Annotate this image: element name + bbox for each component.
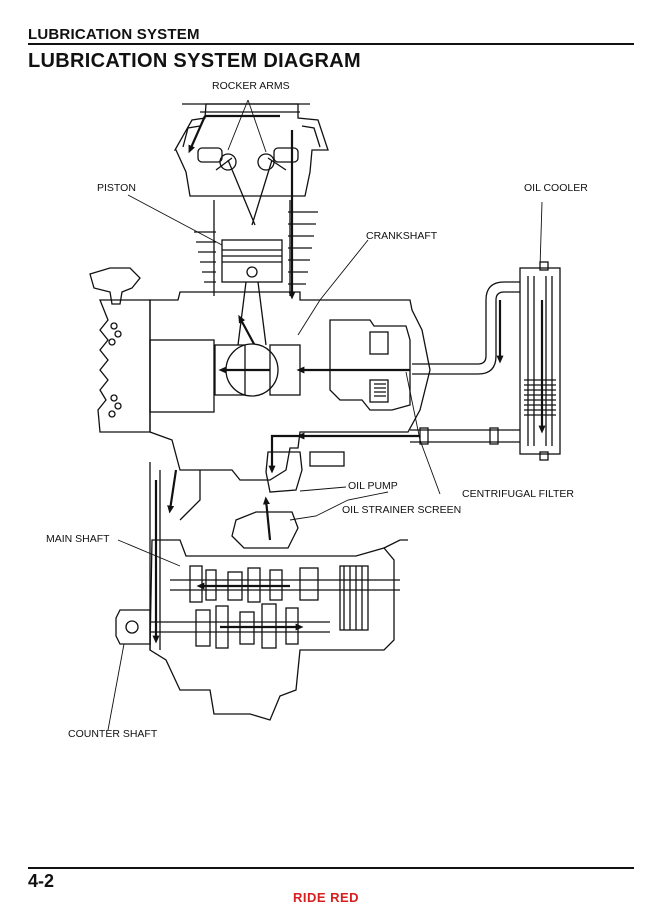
label-oil-cooler: OIL COOLER [524, 182, 588, 194]
section-header: LUBRICATION SYSTEM [28, 26, 200, 43]
valves [215, 157, 287, 226]
label-oil-pump: OIL PUMP [348, 480, 398, 492]
leader-lines [107, 99, 543, 731]
left-cover [97, 299, 151, 433]
piston [221, 239, 283, 283]
engine-lubrication-diagram [89, 99, 561, 731]
label-main-shaft: MAIN SHAFT [46, 533, 110, 545]
cooler-hose-upper [412, 281, 520, 365]
label-crankshaft: CRANKSHAFT [366, 230, 438, 242]
oil-strainer-screen [231, 511, 299, 549]
brand-footer: RIDE RED [292, 890, 360, 905]
oil-cooler [519, 261, 561, 461]
clutch [339, 565, 369, 631]
starter-handle [89, 267, 141, 305]
oil-pump [265, 451, 303, 493]
label-counter-shaft: COUNTER SHAFT [68, 728, 158, 740]
oil-flow-arrows [152, 114, 546, 644]
label-rocker-arms: ROCKER ARMS [212, 80, 290, 92]
centrifugal-filter-housing [329, 319, 411, 411]
label-centrifugal-filter: CENTRIFUGAL FILTER [462, 488, 575, 500]
top-rule [28, 43, 634, 45]
label-oil-strainer-screen: OIL STRAINER SCREEN [342, 504, 462, 516]
bottom-rule [28, 867, 634, 869]
crankcase [149, 291, 431, 481]
gears [189, 565, 319, 649]
page-title: LUBRICATION SYSTEM DIAGRAM [28, 50, 361, 72]
cylinder-fins [194, 211, 318, 285]
rocker-arm-right [257, 153, 275, 171]
cylinder-head [173, 103, 329, 197]
cooler-hose-lower [410, 429, 520, 443]
label-piston: PISTON [97, 182, 136, 194]
transmission-case [149, 539, 395, 721]
page-number: 4-2 [28, 871, 55, 891]
